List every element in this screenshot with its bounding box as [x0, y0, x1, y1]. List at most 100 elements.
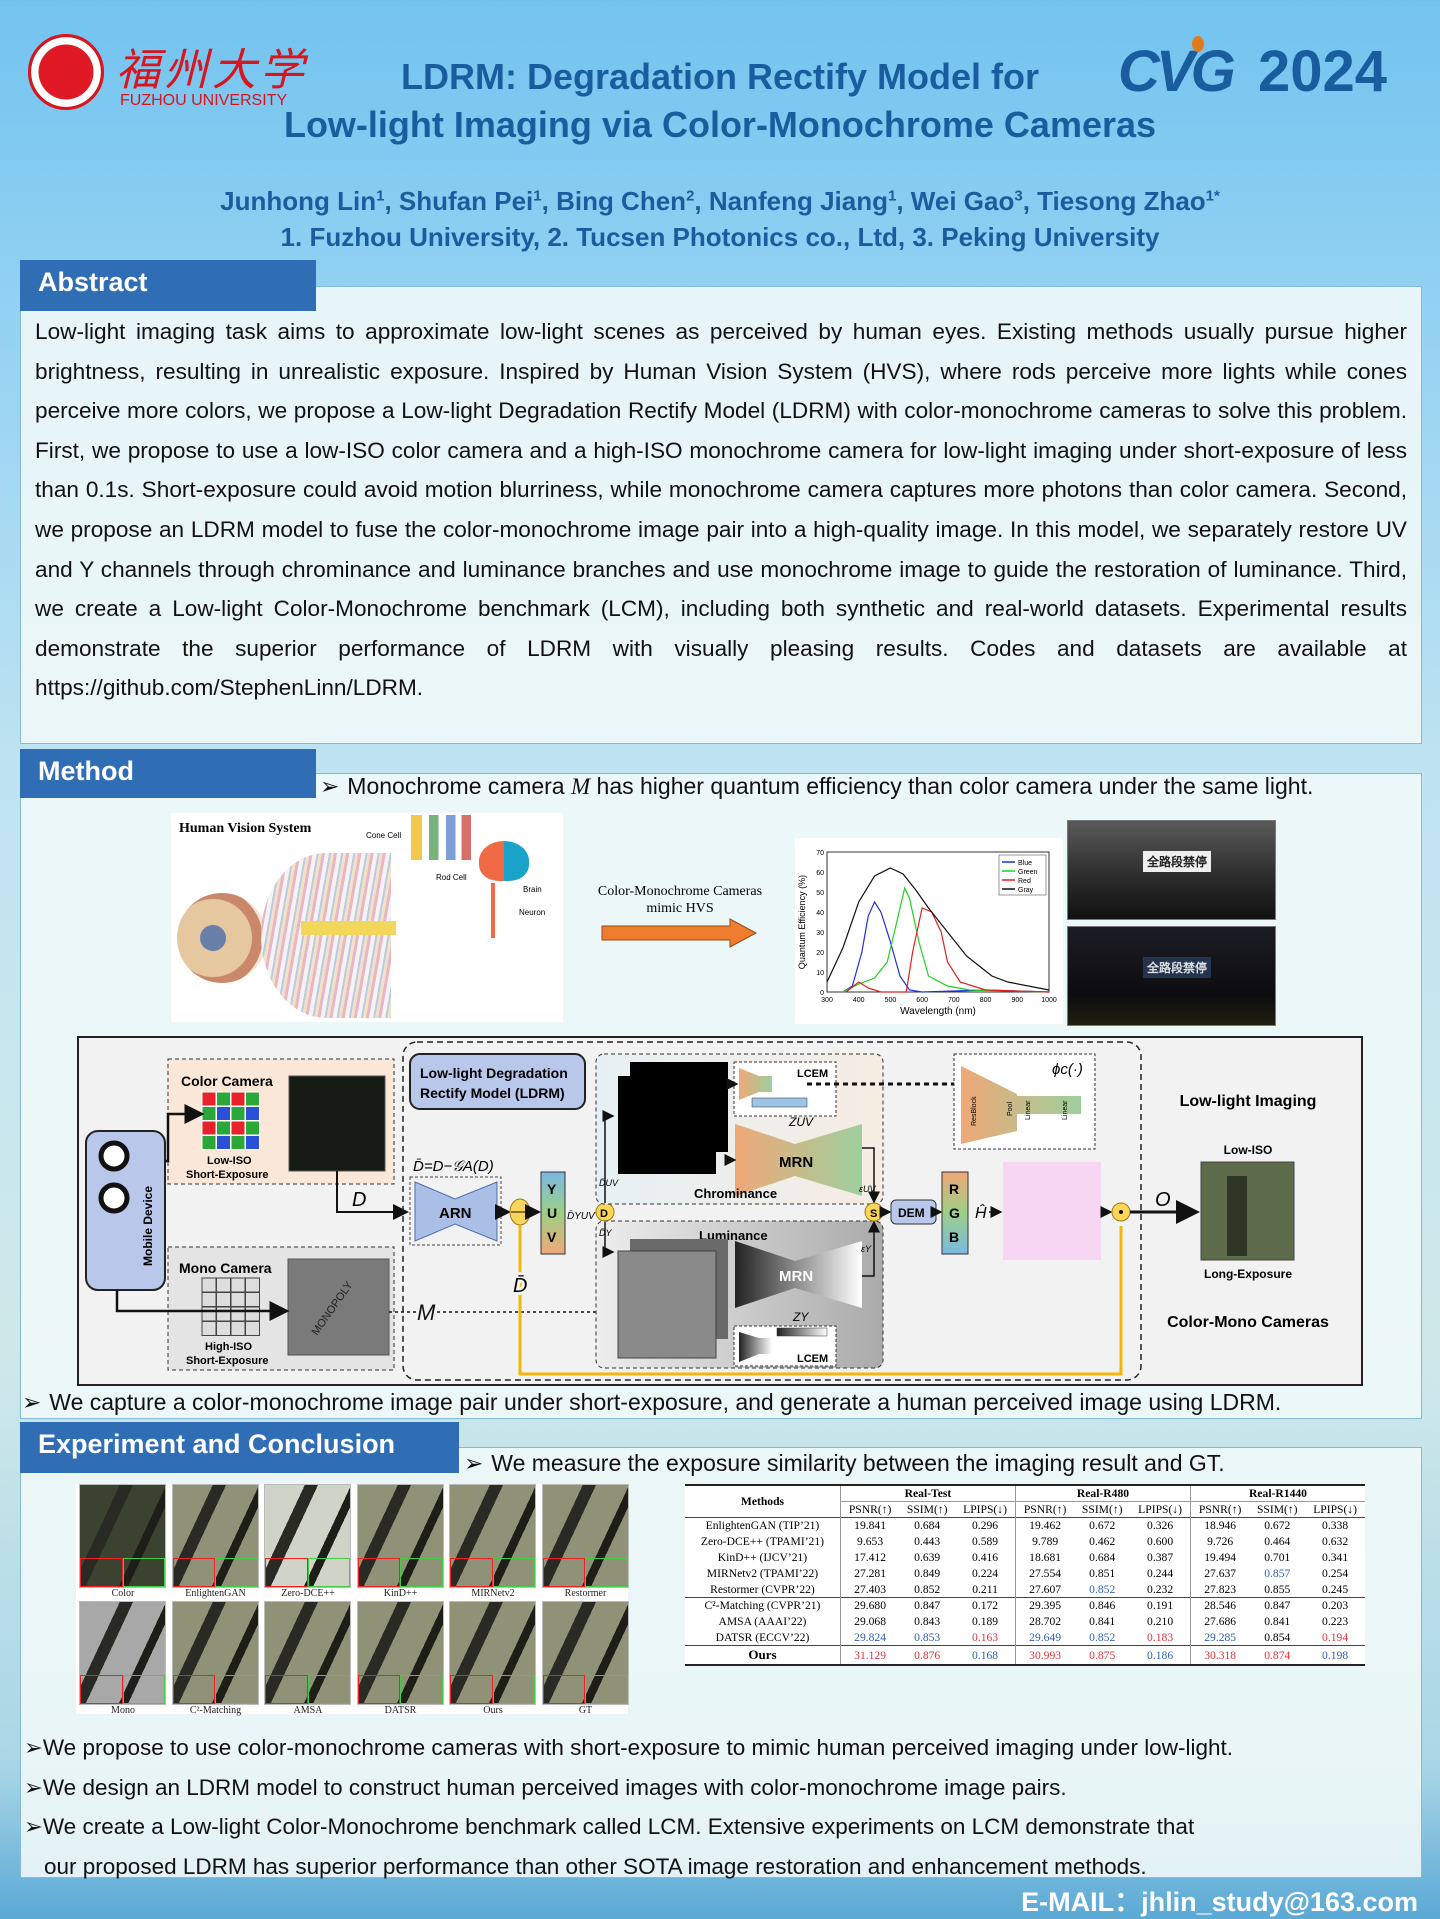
result-thumbnail-label: GT	[578, 1705, 593, 1716]
abstract-panel	[20, 286, 1422, 744]
linear-label: Linear	[1062, 1100, 1069, 1120]
legend-label: Blue	[1018, 860, 1032, 867]
metric-value: 0.847	[1264, 1599, 1291, 1613]
arn-label: ARN	[439, 1205, 472, 1222]
metric-value: 0.846	[1089, 1599, 1116, 1613]
bayer-filter-icon	[201, 1091, 260, 1150]
result-thumbnail	[79, 1601, 166, 1705]
d-bar-label: D̄	[513, 1274, 527, 1297]
metric-value: 0.168	[955, 1645, 1016, 1665]
metric-value: 0.338	[1322, 1519, 1349, 1533]
metric-value: 0.701	[1264, 1551, 1291, 1564]
metric-value: 0.245	[1322, 1582, 1349, 1596]
result-thumbnail	[171, 1484, 259, 1588]
metric-value: 0.296	[955, 1517, 1016, 1534]
metric-value: 0.326	[1130, 1517, 1192, 1534]
conclusion-item: our proposed LDRM has superior performan…	[44, 1853, 1147, 1879]
metric-value: 0.416	[955, 1549, 1016, 1566]
method-name: AMSA (AAAI’22)	[685, 1613, 841, 1630]
d-y-label: D̄Y	[599, 1228, 612, 1238]
yuv-y: Y	[547, 1181, 557, 1197]
result-thumbnail	[541, 1484, 629, 1588]
d-label: D	[352, 1189, 366, 1211]
series-line-gray	[826, 867, 1050, 991]
y-tick-label: 30	[816, 930, 824, 937]
author-name: Tiesong Zhao	[1037, 186, 1206, 216]
x-tick-label: 300	[821, 997, 833, 1004]
resblock-label: ResBlock	[971, 1096, 978, 1126]
metric-value: 29.824	[854, 1630, 887, 1644]
metric-value: 27.554	[1029, 1567, 1062, 1580]
orange-right-arrow-icon	[601, 918, 758, 948]
author-name: Wei Gao	[910, 186, 1015, 216]
university-name-cn: 福州大学	[116, 45, 308, 96]
metric-value: 18.946	[1204, 1519, 1237, 1533]
metric-value: 27.637	[1204, 1567, 1237, 1580]
metric-value: 27.686	[1204, 1615, 1237, 1628]
metric-value: 0.600	[1130, 1533, 1192, 1550]
x-tick-label: 900	[1011, 997, 1023, 1004]
bullet-text: We capture a color-monochrome image pair…	[49, 1389, 1282, 1415]
metric-value: 27.823	[1204, 1582, 1237, 1596]
metric-value: 27.281	[854, 1567, 887, 1580]
yuv-v: V	[547, 1229, 557, 1245]
y-tick-label: 50	[816, 890, 824, 897]
high-iso-label: High-ISO	[205, 1341, 252, 1353]
linear-label: Linear	[1025, 1100, 1032, 1120]
hvs-title: Human Vision System	[179, 821, 312, 836]
method-bullet-quantum-efficiency: ➢Monochrome camera M has higher quantum …	[320, 773, 1313, 800]
metric-header: SSIM(↑)	[1081, 1503, 1123, 1516]
metric-value: 0.684	[1089, 1551, 1116, 1564]
metric-value: 0.876	[914, 1648, 941, 1662]
bullet-text: has higher quantum efficiency than color…	[590, 773, 1314, 799]
metric-value: 19.841	[854, 1519, 887, 1533]
dataset-header: Real-R480	[1015, 1485, 1192, 1502]
experiment-bullet: ➢We measure the exposure similarity betw…	[464, 1450, 1225, 1477]
metric-value: 0.632	[1322, 1535, 1349, 1548]
metric-value: 0.194	[1322, 1630, 1349, 1644]
metric-value: 0.203	[1322, 1599, 1349, 1613]
sign-text: 全路段禁停	[1143, 957, 1212, 978]
result-thumbnail-label: Color	[111, 1588, 135, 1599]
metric-value: 0.843	[914, 1615, 941, 1628]
metric-value: 29.649	[1029, 1630, 1062, 1644]
x-tick-label: 1000	[1041, 997, 1057, 1004]
method-name: DATSR (ECCV’22)	[685, 1629, 841, 1646]
metric-value: 0.189	[955, 1613, 1016, 1630]
metric-value: 0.851	[1089, 1567, 1116, 1580]
output-image	[1200, 1161, 1295, 1261]
result-thumbnail-label: MIRNetv2	[471, 1588, 515, 1599]
bullet-text: Monochrome camera	[347, 773, 571, 799]
short-exposure-label: Short-Exposure	[186, 1355, 269, 1367]
short-exposure-label: Short-Exposure	[186, 1169, 269, 1181]
y-tick-label: 40	[816, 910, 824, 917]
metric-value: 0.854	[1264, 1630, 1291, 1644]
rod-cell-label: Rod Cell	[436, 873, 467, 882]
metric-value: 0.183	[1130, 1629, 1192, 1646]
metric-value: 0.849	[914, 1567, 941, 1580]
chrominance-label: Chrominance	[694, 1186, 777, 1201]
y-tick-label: 0	[820, 990, 824, 997]
camera-lens-icon	[98, 1140, 130, 1172]
arrow-bullet-icon: ➢	[22, 1389, 42, 1415]
metric-header: PSNR(↑)	[848, 1503, 892, 1516]
rgb-b: B	[949, 1229, 959, 1245]
color-camera-label: Color Camera	[181, 1073, 273, 1089]
sum-operator-label: S	[870, 1208, 877, 1220]
hvs-arrow-text-1: Color-Monochrome Cameras	[597, 884, 763, 899]
metric-value: 0.852	[1089, 1630, 1116, 1644]
sign-text: 全路段禁停	[1143, 851, 1212, 872]
metric-value: 27.607	[1029, 1582, 1062, 1596]
yuv-conversion	[540, 1171, 566, 1255]
result-thumbnail	[356, 1601, 444, 1705]
pool-label: Pool	[1007, 1102, 1014, 1116]
metric-value: 0.874	[1264, 1648, 1291, 1662]
cone-cell-label: Cone Cell	[366, 831, 402, 840]
lcem-chroma-label: LCEM	[797, 1068, 828, 1080]
brain-icon	[479, 841, 529, 881]
result-thumbnail	[264, 1484, 351, 1588]
author-affiliation-mark: 3	[1014, 187, 1023, 205]
